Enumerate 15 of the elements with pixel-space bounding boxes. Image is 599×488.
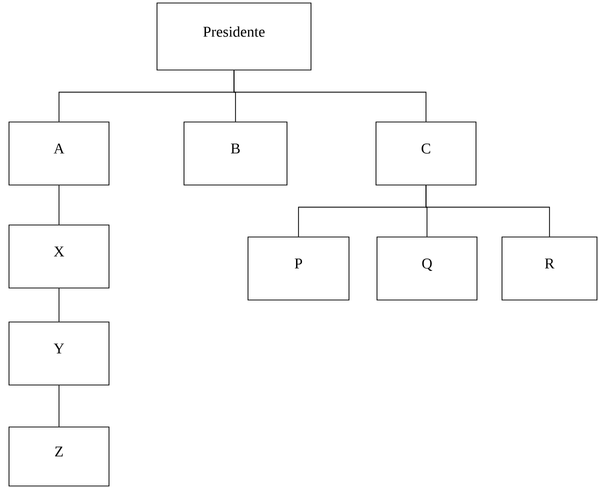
org-box: Presidente [156,2,312,70]
org-box: R [502,236,598,300]
connector-line [58,385,60,427]
org-box: X [8,224,110,288]
org-box: C [376,122,476,186]
org-box: B [184,122,288,186]
org-box: A [8,122,110,186]
connector-line [426,185,550,237]
connector-line [58,185,60,225]
org-box: P [248,236,350,300]
org-box: Z [8,426,110,486]
connector-line [234,70,426,122]
org-box: Q [376,236,478,300]
connector-line [58,288,60,322]
org-box: Y [8,322,110,386]
